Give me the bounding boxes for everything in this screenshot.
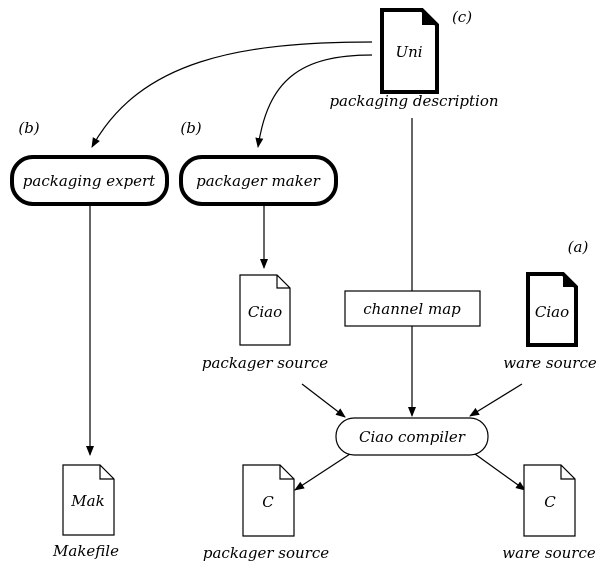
document-fold-icon xyxy=(563,274,576,287)
doc-c-ware-tag: C xyxy=(544,493,556,511)
node-ciao-compiler: Ciao compiler xyxy=(335,417,489,456)
node-channel-map-box xyxy=(344,290,481,327)
node-packaging-expert-box xyxy=(10,155,169,206)
node-channel-map-label: channel map xyxy=(363,300,461,318)
node-packaging-expert: packaging expert xyxy=(10,155,169,206)
doc-ciao-packager-tag: Ciao xyxy=(248,303,282,321)
marker-a: (a) xyxy=(568,238,589,256)
doc-ciao-packager: Ciao packager source xyxy=(202,274,328,372)
edge-compiler-to-c-packager xyxy=(294,453,351,491)
document-icon xyxy=(526,272,578,347)
doc-c-ware-caption: ware source xyxy=(502,544,596,562)
edge-uni-to-packaging-expert xyxy=(91,41,373,148)
doc-ciao-ware: Ciao ware source xyxy=(503,272,597,372)
edge-ciao-ware-to-compiler xyxy=(469,383,523,417)
document-fold-icon xyxy=(276,275,290,289)
node-packager-maker-box xyxy=(179,155,338,206)
doc-c-packager: C packager source xyxy=(203,464,329,562)
node-packager-maker-label: packager maker xyxy=(196,172,321,190)
marker-b-expert: (b) xyxy=(18,119,39,137)
edge-compiler-to-c-ware xyxy=(474,453,526,491)
doc-c-packager-tag: C xyxy=(262,493,274,511)
doc-makefile-caption: Makefile xyxy=(52,542,119,560)
edges xyxy=(86,41,526,491)
doc-uni-caption: packaging description xyxy=(329,92,498,110)
doc-c-packager-caption: packager source xyxy=(203,544,329,562)
document-icon xyxy=(62,464,115,536)
node-channel-map: channel map xyxy=(344,290,481,327)
document-fold-icon xyxy=(422,10,437,25)
document-icon xyxy=(239,274,291,346)
doc-uni-tag: Uni xyxy=(395,43,422,61)
edge-ciao-packager-to-compiler xyxy=(301,383,346,418)
document-fold-icon xyxy=(99,465,114,480)
doc-c-ware: C ware source xyxy=(502,464,596,562)
doc-uni: Uni packaging description xyxy=(329,8,499,110)
node-packager-maker: packager maker xyxy=(179,155,338,206)
doc-makefile-tag: Mak xyxy=(70,492,104,510)
document-icon xyxy=(242,464,295,537)
doc-makefile: Mak Makefile xyxy=(52,464,119,560)
node-ciao-compiler-label: Ciao compiler xyxy=(359,428,466,446)
doc-ciao-ware-caption: ware source xyxy=(503,354,597,372)
doc-ciao-packager-caption: packager source xyxy=(202,354,328,372)
edge-uni-to-packager-maker xyxy=(255,54,373,148)
document-icon xyxy=(523,464,576,537)
doc-ciao-ware-tag: Ciao xyxy=(535,303,569,321)
document-icon xyxy=(380,8,439,94)
node-ciao-compiler-box xyxy=(335,417,489,456)
node-packaging-expert-label: packaging expert xyxy=(23,172,156,190)
document-fold-icon xyxy=(279,465,294,480)
document-fold-icon xyxy=(560,465,575,480)
marker-b-maker: (b) xyxy=(180,119,201,137)
marker-c: (c) xyxy=(452,8,472,26)
